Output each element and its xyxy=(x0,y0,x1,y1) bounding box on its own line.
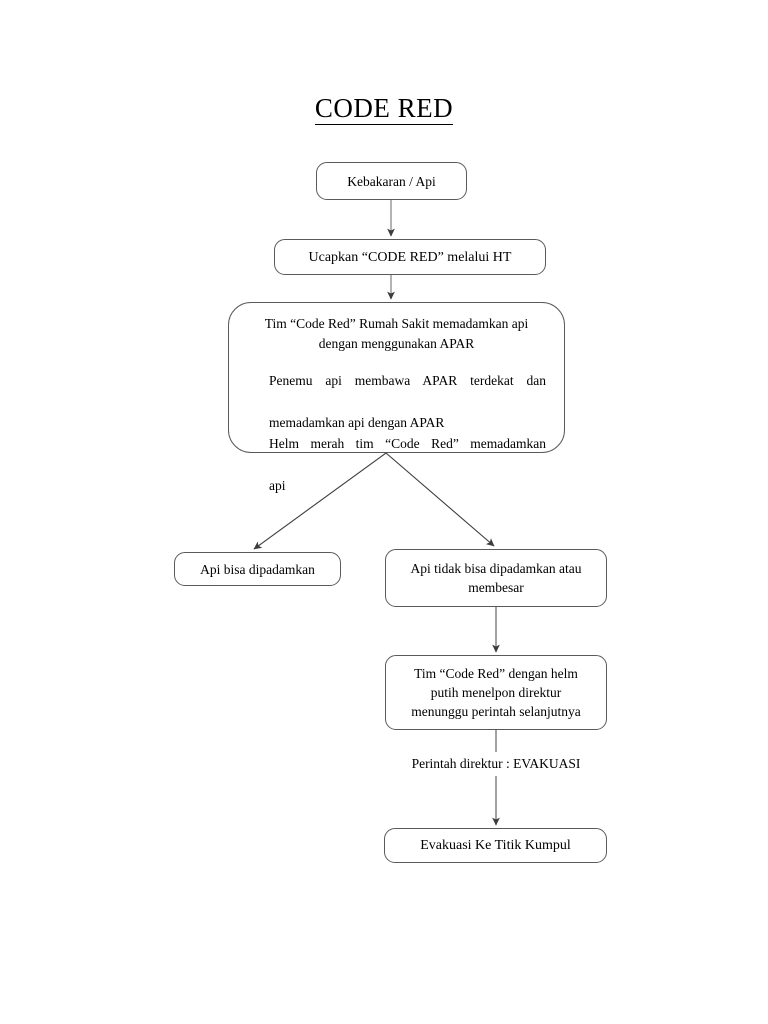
node-tim-apar-body-line-2: memadamkan api dengan APAR xyxy=(269,415,445,430)
node-tim-helm-putih[interactable]: Tim “Code Red” dengan helm putih menelpo… xyxy=(385,655,607,730)
edge-label-perintah-direktur: Perintah direktur : EVAKUASI xyxy=(385,752,607,776)
node-tim-helm-putih-content: Tim “Code Red” dengan helm putih menelpo… xyxy=(394,664,598,721)
node-tim-apar-spacer xyxy=(245,354,548,370)
node-tim-helm-putih-line-3: menunggu perintah selanjutnya xyxy=(411,704,581,719)
node-api-tidak-bisa-line-1: Api tidak bisa dipadamkan atau xyxy=(410,561,582,576)
node-tim-apar-body-line-3: Helm merah tim “Code Red” memadamkan xyxy=(269,436,546,451)
node-tim-apar-heading-line-2: dengan menggunakan APAR xyxy=(318,336,475,351)
node-tim-helm-putih-line-1: Tim “Code Red” dengan helm xyxy=(414,666,578,681)
node-ucapkan-code-red-label: Ucapkan “CODE RED” melalui HT xyxy=(308,249,512,265)
node-ucapkan-code-red[interactable]: Ucapkan “CODE RED” melalui HT xyxy=(274,239,546,275)
node-tim-code-red-apar[interactable]: Tim “Code Red” Rumah Sakit memadamkan ap… xyxy=(228,302,565,493)
node-tim-apar-heading-line-1: Tim “Code Red” Rumah Sakit memadamkan ap… xyxy=(264,316,529,331)
node-evakuasi-titik-kumpul[interactable]: Evakuasi Ke Titik Kumpul xyxy=(384,828,607,863)
node-api-bisa-dipadamkan-label: Api bisa dipadamkan xyxy=(200,561,315,577)
node-tim-apar-body-line-4: api xyxy=(269,478,286,493)
node-tim-apar-heading: Tim “Code Red” Rumah Sakit memadamkan ap… xyxy=(245,314,548,354)
node-evakuasi-titik-kumpul-label: Evakuasi Ke Titik Kumpul xyxy=(420,838,571,853)
node-kebakaran-api[interactable]: Kebakaran / Api xyxy=(316,162,467,200)
node-tim-code-red-apar-content: Tim “Code Red” Rumah Sakit memadamkan ap… xyxy=(245,314,548,496)
node-kebakaran-api-label: Kebakaran / Api xyxy=(347,173,436,189)
page-title-text: CODE RED xyxy=(314,93,454,125)
node-tim-helm-putih-line-2: putih menelpon direktur xyxy=(430,685,562,700)
node-api-tidak-bisa-line-2: membesar xyxy=(468,580,524,595)
node-tim-apar-body-line-1: Penemu api membawa APAR terdekat dan xyxy=(269,373,546,388)
node-tim-apar-body: Penemu api membawa APAR terdekat dan mem… xyxy=(245,370,548,496)
node-api-tidak-bisa-content: Api tidak bisa dipadamkan atau membesar xyxy=(394,559,598,597)
node-api-tidak-bisa-dipadamkan[interactable]: Api tidak bisa dipadamkan atau membesar xyxy=(385,549,607,607)
page-title: CODE RED xyxy=(0,92,768,125)
node-api-bisa-dipadamkan[interactable]: Api bisa dipadamkan xyxy=(174,552,341,586)
